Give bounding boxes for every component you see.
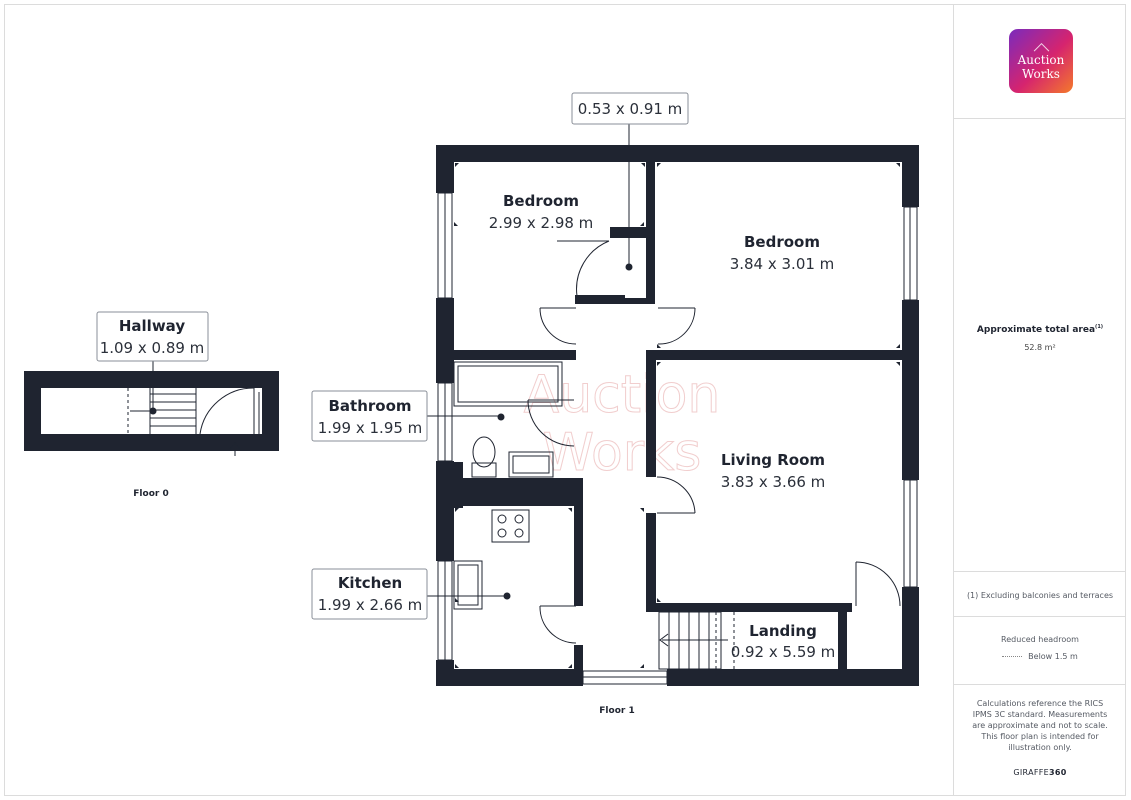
brand-footer-prefix: GIRAFFE (1013, 768, 1049, 777)
headroom-dotted-line (1002, 656, 1023, 657)
footnote: (1) Excluding balconies and terraces (954, 571, 1126, 617)
staircase-floor1 (658, 611, 735, 670)
floor1-dimension-ticks (454, 163, 900, 668)
toilet (472, 436, 496, 468)
kitchen-sink (453, 560, 483, 610)
hallway-name: Hallway (119, 317, 185, 335)
brand-footer-suffix: 360 (1049, 768, 1067, 777)
floor1-walls (436, 145, 919, 686)
floor1-label: Floor 1 (599, 706, 634, 716)
watermark-line2: Works (543, 423, 702, 483)
bathroom-label-box (311, 390, 428, 442)
floor0-walls (24, 371, 279, 451)
hallway-label-box (96, 311, 209, 362)
logo-line2: Works (1022, 67, 1060, 81)
total-area-note-mark: (1) (1095, 324, 1104, 330)
bathroom-name: Bathroom (328, 397, 411, 415)
total-area-title: Approximate total area (976, 325, 1096, 335)
bedroom1-name: Bedroom (503, 192, 579, 210)
washbasin (508, 451, 554, 478)
cupboard-dims: 0.53 x 0.91 m (578, 100, 683, 118)
bedroom2-name: Bedroom (744, 233, 820, 251)
headroom-section: Reduced headroom Below 1.5 m (954, 616, 1126, 685)
headroom-legend: Below 1.5 m (1028, 652, 1078, 661)
plan-sheet (4, 4, 1126, 796)
logo-line1: Auction (1017, 53, 1065, 67)
landing-name: Landing (749, 622, 817, 640)
floor0-label: Floor 0 (133, 489, 168, 499)
kitchen-dims: 1.99 x 2.66 m (318, 596, 423, 614)
total-area-section: Approximate total area(1) 52.8 m² (954, 118, 1126, 572)
kitchen-name: Kitchen (338, 574, 402, 592)
entrance-arrow-icon (229, 442, 241, 456)
floor0-door (199, 387, 255, 435)
hob (491, 509, 530, 543)
bedroom1-dims: 2.99 x 2.98 m (489, 214, 594, 232)
bathtub (453, 361, 563, 407)
watermark-line1: Auction (524, 365, 721, 425)
watermark: Auction Works (523, 365, 721, 484)
brand-logo: Auction Works (1009, 29, 1073, 93)
bedroom2-dims: 3.84 x 3.01 m (730, 255, 835, 273)
floor1-doors (527, 240, 901, 644)
living-name: Living Room (721, 451, 825, 469)
disclaimer-text: Calculations reference the RICS IPMS 3C … (972, 699, 1108, 752)
kitchen-label-box (311, 568, 428, 620)
hallway-dims: 1.09 x 0.89 m (100, 339, 205, 357)
floor-plan-drawing: Auction Works (24, 92, 919, 716)
floor0-fixtures (127, 361, 260, 456)
staircase-floor0 (127, 388, 197, 434)
headroom-title: Reduced headroom (1001, 635, 1079, 644)
floor1-fixtures (453, 361, 735, 670)
sidebar: Auction Works Approximate total area(1) … (953, 4, 1126, 796)
cupboard-label-box (571, 92, 689, 125)
disclaimer-section: Calculations reference the RICS IPMS 3C … (954, 684, 1126, 797)
bathroom-dims: 1.99 x 1.95 m (318, 419, 423, 437)
floor1-windows (437, 192, 918, 685)
floor1-leaders (427, 124, 630, 597)
giraffe360-brand: GIRAFFE360 (954, 768, 1126, 777)
hallway-leader-dot (149, 407, 157, 415)
total-area-value: 52.8 m² (1024, 343, 1056, 352)
landing-dims: 0.92 x 5.59 m (731, 643, 836, 661)
living-dims: 3.83 x 3.66 m (721, 473, 826, 491)
floor1-leader-dots (497, 263, 633, 600)
